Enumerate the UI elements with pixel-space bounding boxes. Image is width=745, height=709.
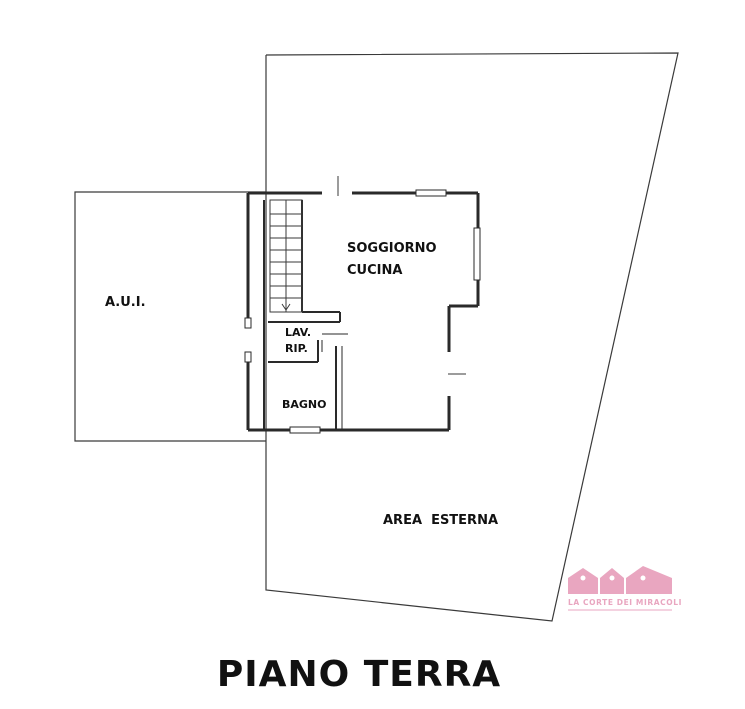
label-rip: RIP.: [285, 342, 308, 355]
logo: LA CORTE DEI MIRACOLI: [568, 566, 682, 611]
staircase: [269, 199, 303, 313]
tick-marks: [337, 176, 466, 375]
plan-title: PIANO TERRA: [217, 654, 501, 695]
window-aui-left-2: [244, 351, 252, 363]
building-walls: [246, 191, 480, 432]
window-right: [473, 227, 481, 281]
aui-unit-outline: [74, 191, 266, 442]
windows: [244, 189, 481, 434]
logo-houses-icon: [568, 566, 672, 594]
aui-outline: [74, 191, 266, 442]
label-area-esterna: AREA ESTERNA: [383, 513, 498, 528]
lot-boundary-line: [265, 52, 679, 622]
interior-partitions: [268, 200, 348, 430]
logo-text: LA CORTE DEI MIRACOLI: [568, 598, 682, 607]
stair-arrow: [281, 303, 291, 311]
window-aui-left-1: [244, 317, 252, 329]
label-cucina: CUCINA: [347, 263, 402, 278]
window-top-right: [415, 189, 447, 197]
label-soggiorno: SOGGIORNO: [347, 241, 437, 256]
outdoor-area-boundary: [265, 52, 679, 622]
label-lav: LAV.: [285, 326, 311, 339]
label-aui: A.U.I.: [105, 295, 146, 310]
window-bottom-bagno: [289, 426, 321, 434]
label-bagno: BAGNO: [282, 398, 326, 411]
